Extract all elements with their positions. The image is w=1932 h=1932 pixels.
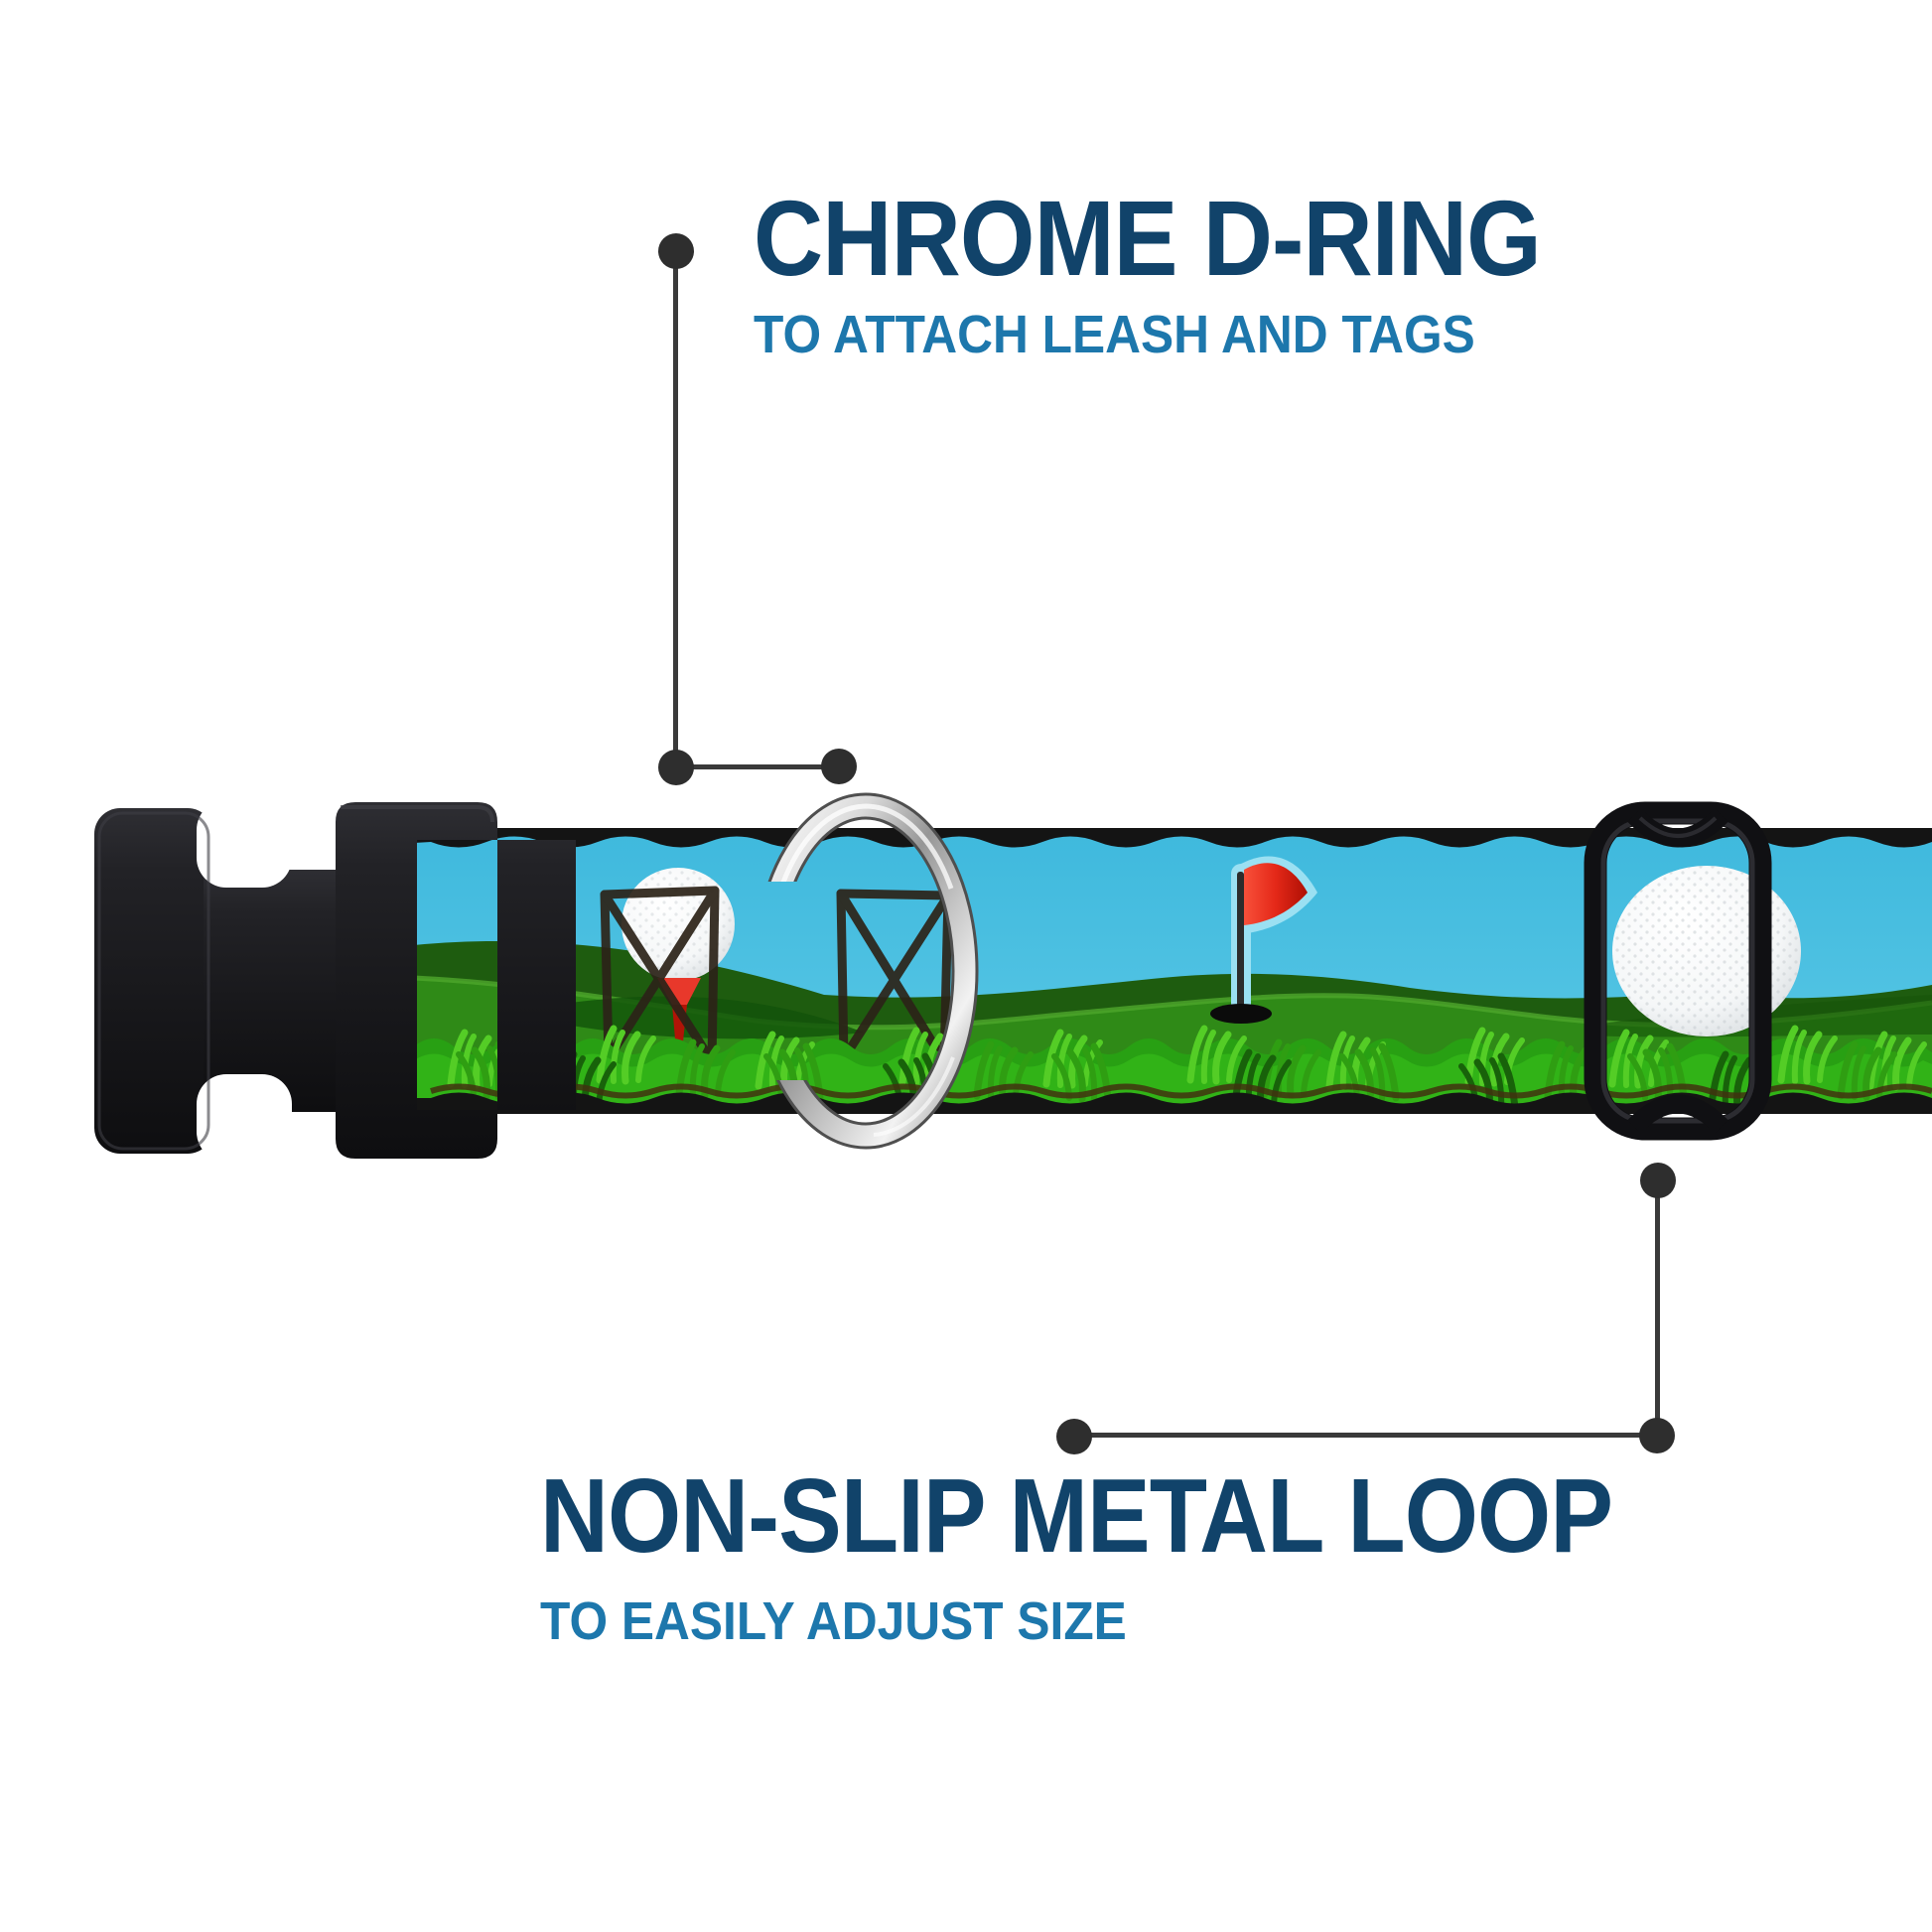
webbing-dirt-line [430, 1083, 1932, 1099]
callout-top-dot-label-end [658, 233, 694, 269]
callout-top-dot-target [821, 749, 857, 784]
callout-top-dot-elbow [658, 750, 694, 785]
printed-webbing [413, 828, 1932, 1114]
callout-bottom-dot-target [1640, 1163, 1676, 1198]
golf-hole-art [1210, 1004, 1272, 1024]
callout-bottom-horizontal-line [1074, 1433, 1657, 1438]
d-ring [753, 792, 979, 1150]
golf-flag-art [1231, 856, 1317, 1021]
callout-bottom-vertical-line [1655, 1191, 1660, 1436]
buckle-frame [336, 802, 576, 1159]
callout-top-subtitle: TO ATTACH LEASH AND TAGS [754, 305, 1475, 364]
callout-top-vertical-line [673, 260, 678, 767]
large-golf-ball-art [1612, 866, 1801, 1036]
callout-top-horizontal-line [676, 764, 839, 769]
buckle-bottom-notch [197, 1074, 292, 1162]
slider-loop [1584, 801, 1772, 1141]
buckle [94, 800, 576, 1162]
callout-bottom-dot-elbow [1639, 1418, 1675, 1453]
callout-top-title: CHROME D-RING [754, 178, 1542, 298]
callout-bottom-subtitle: TO EASILY ADJUST SIZE [540, 1591, 1127, 1651]
buckle-top-notch [197, 800, 292, 888]
callout-bottom-title: NON-SLIP METAL LOOP [540, 1457, 1613, 1575]
callout-bottom-dot-label-end [1056, 1419, 1092, 1454]
